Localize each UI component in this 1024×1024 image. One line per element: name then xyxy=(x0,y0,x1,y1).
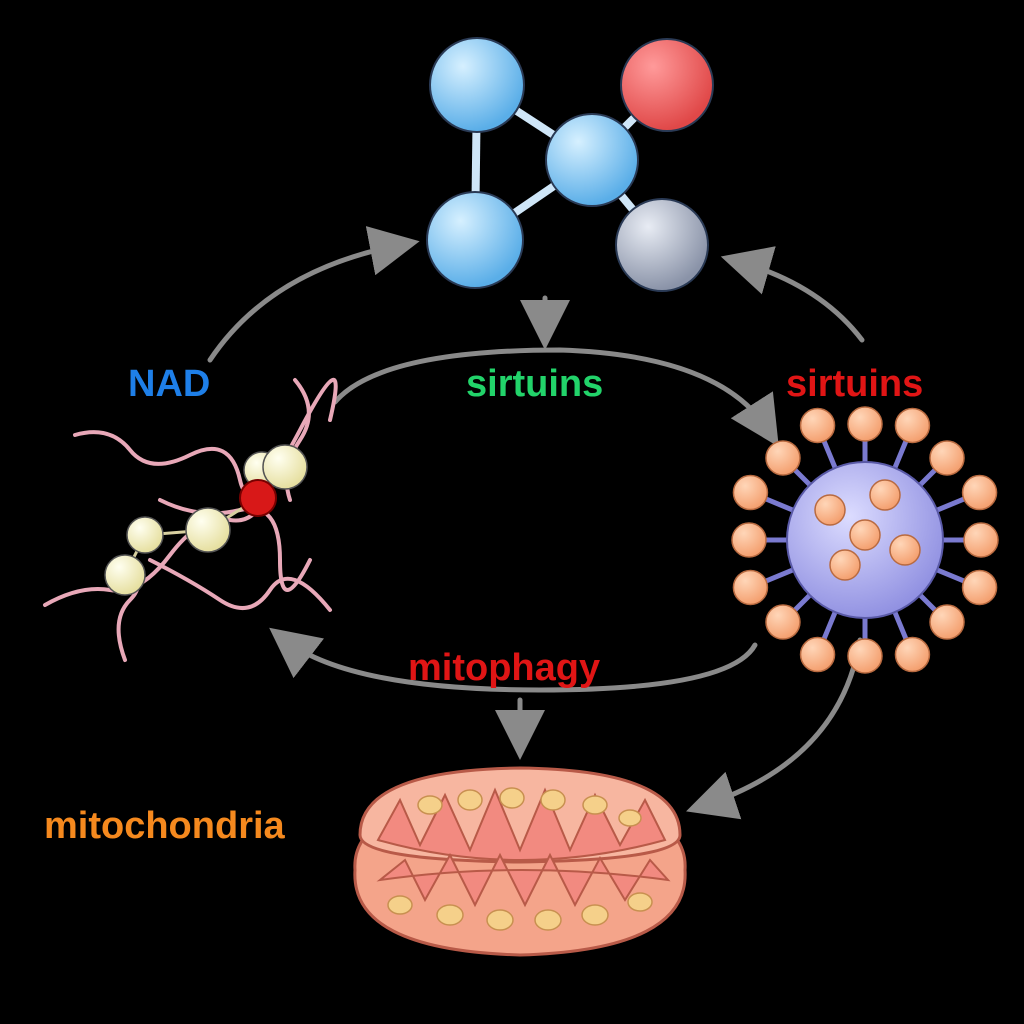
virus-spike-head xyxy=(929,604,965,640)
virus-surface-protein xyxy=(829,549,861,581)
virus-spike-head xyxy=(894,407,931,444)
label-nad: NAD xyxy=(128,363,210,405)
virus-spike-head xyxy=(799,407,836,444)
virus-surface-protein xyxy=(869,479,901,511)
virus-spike-head xyxy=(731,522,767,558)
protein-chain-icon xyxy=(43,378,338,662)
molecule-icon xyxy=(426,37,714,292)
arrow-mitophagy-arc xyxy=(269,627,758,693)
virus-spike-head xyxy=(894,636,931,673)
label-sirtuins-right: sirtuins xyxy=(786,363,923,405)
virus-spike-head xyxy=(847,638,883,674)
virus-surface-protein xyxy=(814,494,846,526)
virus-spike-head xyxy=(732,569,769,606)
virus-surface-protein xyxy=(889,534,921,566)
virus-spike-head xyxy=(847,406,883,442)
arrow-right-to-molecule xyxy=(720,246,865,343)
virus-spike-head xyxy=(732,474,769,511)
virus-spike-head xyxy=(961,569,998,606)
virus-surface-protein xyxy=(849,519,881,551)
virus-spike-head xyxy=(765,604,801,640)
arrows xyxy=(207,226,865,820)
virus-spike-head xyxy=(929,440,965,476)
virus-particle-icon xyxy=(731,406,999,674)
label-mitophagy: mitophagy xyxy=(408,647,600,689)
label-mitochondria: mitochondria xyxy=(44,805,286,847)
label-sirtuins-center: sirtuins xyxy=(466,363,603,405)
virus-spike-head xyxy=(963,522,999,558)
arrow-sirtuins-arc xyxy=(332,347,779,447)
virus-spike-head xyxy=(765,440,801,476)
arrow-nad-to-molecule xyxy=(207,226,420,363)
virus-spike-head xyxy=(961,474,998,511)
virus-spike-head xyxy=(799,636,836,673)
mitochondria-icon xyxy=(353,766,687,957)
